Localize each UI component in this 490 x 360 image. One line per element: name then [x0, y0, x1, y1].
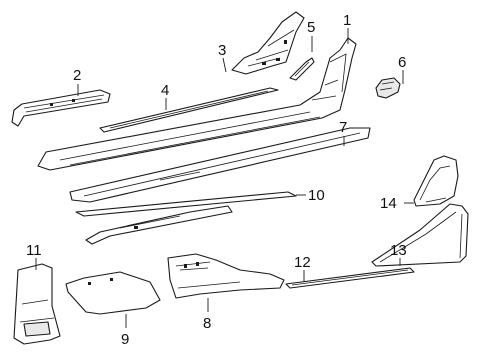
part-9-trim-panel: [65, 271, 161, 315]
callout-9: 9: [121, 331, 129, 348]
callout-13: 13: [390, 242, 407, 259]
callout-1: 1: [343, 12, 351, 29]
part-3-pillar-trim: [231, 11, 305, 75]
callout-10: 10: [308, 187, 325, 204]
callout-labels: 1 2 3 4 5 6 7 8 9 10 11 12 13 14: [26, 12, 407, 348]
callout-14: 14: [380, 195, 397, 212]
part-8-sill-end: [167, 253, 285, 299]
callout-6: 6: [398, 54, 406, 71]
part-14-arch-trim: [413, 155, 459, 207]
part-5-clip-strip: [289, 57, 315, 81]
callout-5: 5: [307, 19, 315, 36]
part-1-rocker-panel-with-pillar: [37, 37, 357, 171]
callout-12: 12: [294, 254, 311, 271]
part-7-rocker-cover: [69, 127, 371, 203]
part-12-sill-strip: [285, 267, 415, 289]
part-13-corner-trim: [371, 203, 469, 267]
part-6-bracket: [375, 77, 401, 99]
callout-2: 2: [73, 67, 81, 84]
part-10-lower-strip: [75, 191, 297, 245]
part-11-rear-panel: [13, 263, 61, 345]
callout-4: 4: [161, 82, 169, 99]
leader-3: [222, 57, 227, 73]
callout-11: 11: [26, 242, 42, 259]
leader-lines: [35, 28, 414, 328]
part-2-sill-bracket: [11, 89, 111, 127]
callout-8: 8: [203, 315, 211, 332]
callout-3: 3: [218, 42, 226, 59]
part-4-sill-seal: [99, 87, 279, 133]
callout-7: 7: [339, 119, 347, 136]
